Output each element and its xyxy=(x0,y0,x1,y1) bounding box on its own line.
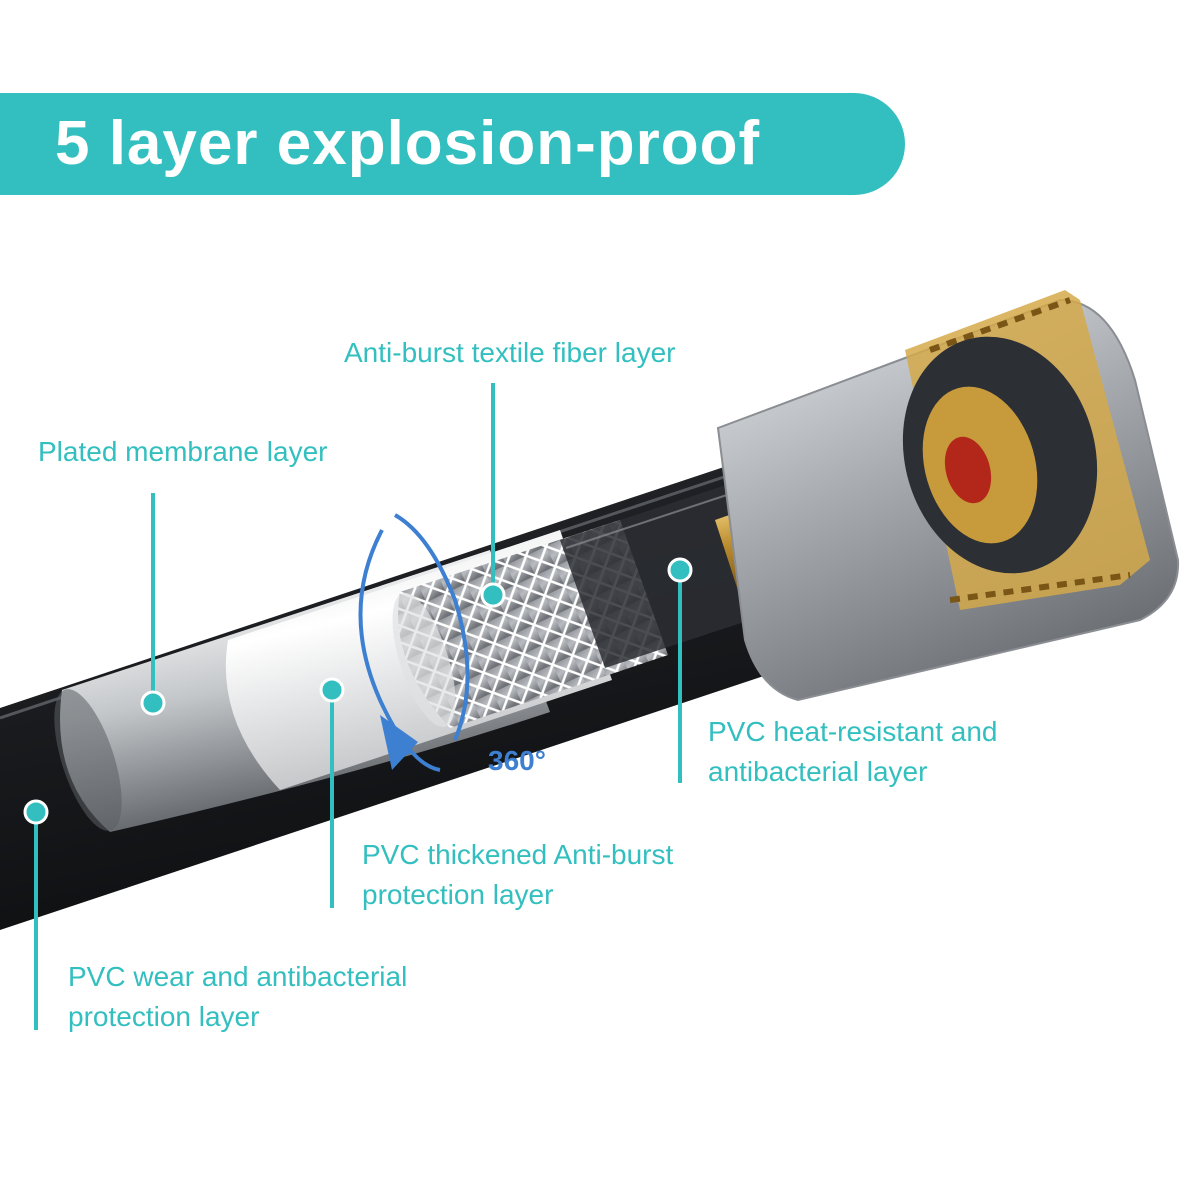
label-plated-membrane: Plated membrane layer xyxy=(38,436,328,467)
label-textile-fiber: Anti-burst textile fiber layer xyxy=(344,337,676,368)
label-pvc-heat-line2: antibacterial layer xyxy=(708,756,928,787)
label-pvc-thickened-line2: protection layer xyxy=(362,879,554,910)
callout-textile-dot xyxy=(480,582,506,608)
page-title: 5 layer explosion-proof xyxy=(55,109,761,178)
callout-heat-dot xyxy=(667,557,693,583)
rotation-label: 360° xyxy=(488,745,546,776)
callout-plated-dot xyxy=(140,690,166,716)
label-pvc-wear-line1: PVC wear and antibacterial xyxy=(68,961,408,992)
label-pvc-heat-line1: PVC heat-resistant and xyxy=(708,716,998,747)
title-banner xyxy=(0,93,905,195)
label-pvc-wear-line2: protection layer xyxy=(68,1001,260,1032)
callout-wear-dot xyxy=(23,799,49,825)
callout-thickened-dot xyxy=(319,677,345,703)
label-pvc-thickened-line1: PVC thickened Anti-burst xyxy=(362,839,674,870)
rotation-arrow xyxy=(358,529,441,772)
